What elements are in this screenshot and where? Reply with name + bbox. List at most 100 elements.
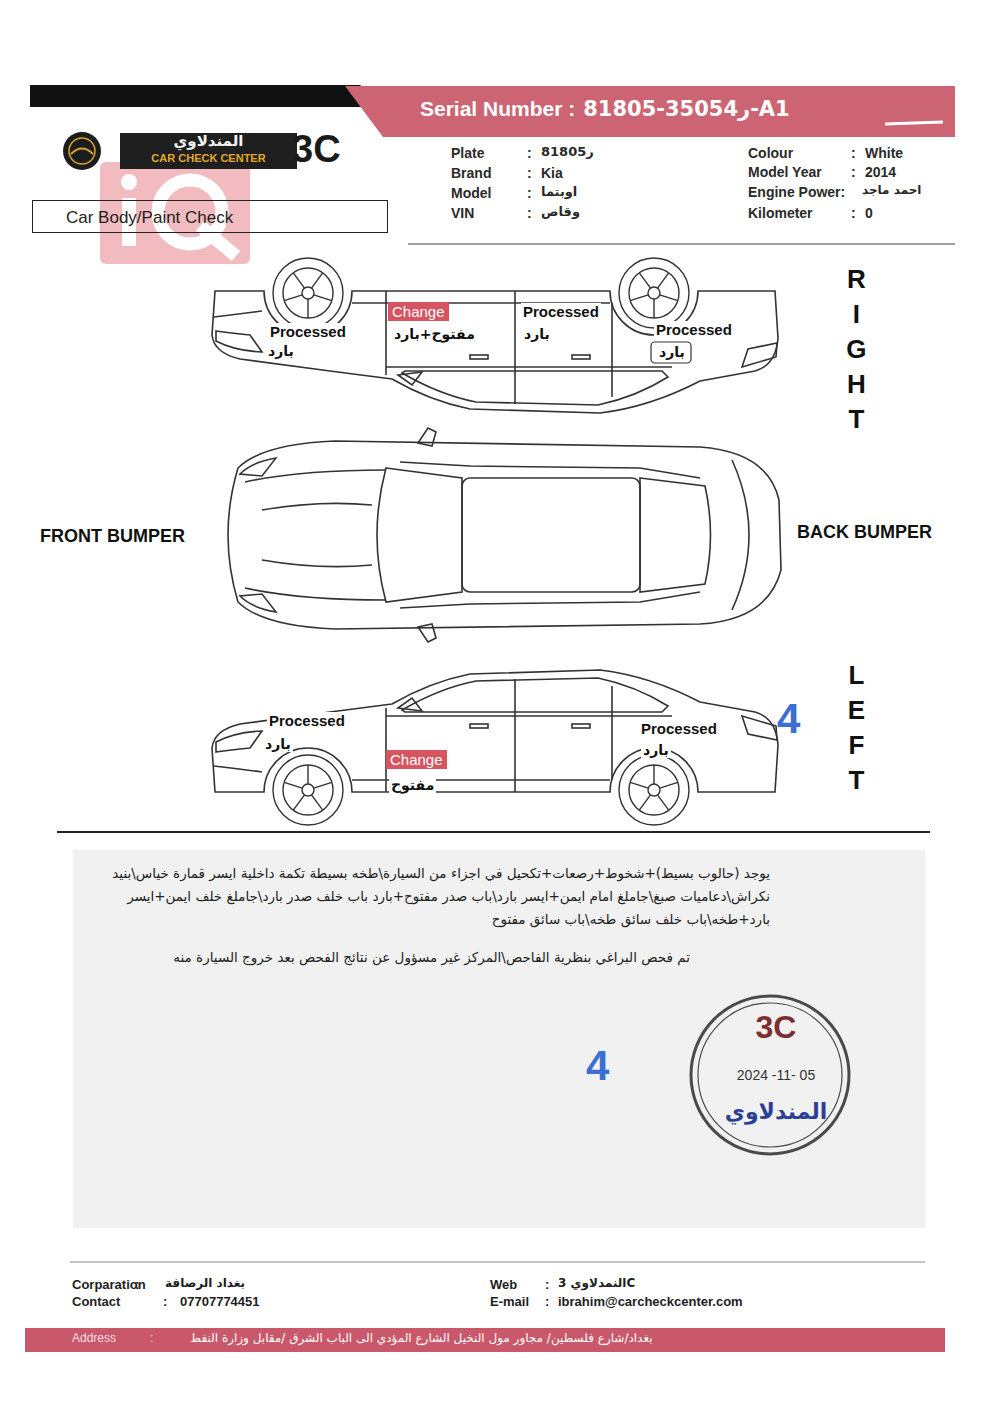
status-text: بارد <box>657 344 687 360</box>
field-name: Engine Power: <box>748 184 845 200</box>
band-fill <box>345 86 955 137</box>
title-box: Car Body/Paint Check <box>32 200 388 233</box>
annotation-ring <box>651 342 691 363</box>
logo-english: CAR CHECK CENTER <box>120 152 297 165</box>
iq-watermark <box>200 226 236 256</box>
car-top-view <box>400 462 700 478</box>
logo-arabic: المندلاوي <box>120 133 297 150</box>
serial-caption: Serial Number : <box>420 97 575 121</box>
footer-text: E-mail <box>490 1295 529 1310</box>
field-name: Colour <box>748 145 793 161</box>
address-bar: Address:بغداد/شارع فلسطين/ مجاور مول الن… <box>25 1328 945 1352</box>
bumper-label: BACK BUMPER <box>797 522 932 543</box>
status-text: مفتوح <box>389 777 436 793</box>
status-text: مفتوح+بارد <box>392 326 477 342</box>
side-letters: LEFT <box>846 658 867 798</box>
status-text: بارد <box>263 736 293 752</box>
field-value: ر81805 <box>541 145 594 160</box>
footer-text: Contact <box>72 1295 120 1310</box>
change-text: Change <box>390 751 443 768</box>
field-value: White <box>865 145 903 161</box>
footer-text: Web <box>490 1278 517 1293</box>
field-value: وقاص <box>541 205 580 220</box>
footer-text: بغداد الرصافة <box>165 1277 245 1291</box>
car-top-view <box>240 458 276 476</box>
header-black-bar <box>30 85 385 107</box>
footer-text: 07707774451 <box>180 1295 260 1310</box>
status-text: Processed <box>521 303 601 320</box>
disclaimer-text: تم فحص البراغي بنظرية الفاحص\المركز غير … <box>173 950 690 966</box>
footer-text: Corparation <box>72 1278 146 1293</box>
change-tag: Change <box>386 750 447 769</box>
field-colon: : <box>527 205 532 221</box>
car-top-view <box>228 428 781 642</box>
status-text: Processed <box>654 321 734 338</box>
field-colon: : <box>851 145 856 161</box>
address-text: بغداد/شارع فلسطين/ مجاور مول النخيل الشا… <box>190 1332 653 1346</box>
inspection-stamp: 3C 2024 -11- 05 المندلاوي <box>688 993 864 1157</box>
field-value: 2014 <box>865 164 896 180</box>
footer-text: النمدلاوي 3C <box>558 1277 635 1291</box>
field-value: 0 <box>865 205 873 221</box>
footer-text: : <box>545 1278 549 1293</box>
footer-rule <box>70 1261 925 1262</box>
logo-plate: المندلاوي CAR CHECK CENTER <box>120 133 297 169</box>
car-top-view <box>732 460 749 610</box>
status-text: بارد <box>641 742 671 758</box>
field-name: Kilometer <box>748 205 813 221</box>
logo-emblem <box>71 149 93 155</box>
notes-panel: يوجد (حالوب بسيط)+شخوط+رصعات+تكحيل في اج… <box>73 850 925 1228</box>
stamp-name: المندلاوي <box>688 1099 864 1124</box>
car-top-view <box>262 503 372 510</box>
field-colon: : <box>851 205 856 221</box>
car-top-view <box>418 428 436 446</box>
field-name: VIN <box>451 205 474 221</box>
field-colon: : <box>527 145 532 161</box>
status-text: Processed <box>639 720 719 737</box>
header-rule <box>408 243 955 244</box>
car-top-view <box>640 478 711 592</box>
status-text: Processed <box>268 323 348 340</box>
field-value: احمد ماجد <box>862 184 921 198</box>
title-text: Car Body/Paint Check <box>66 208 233 228</box>
logo-emblem <box>63 132 101 170</box>
field-name: Model Year <box>748 164 822 180</box>
field-name: Brand <box>451 165 491 181</box>
field-value: Kia <box>541 165 563 181</box>
side-letters: RIGHT <box>846 262 867 437</box>
status-text: بارد <box>522 326 552 342</box>
car-top-view <box>228 441 781 629</box>
field-colon: : <box>851 164 856 180</box>
logo-emblem <box>69 138 95 164</box>
footer-text: ibrahim@carcheckcenter.com <box>558 1295 743 1310</box>
car-top-view <box>377 468 462 602</box>
address-colon: : <box>150 1332 153 1346</box>
field-name: Model <box>451 185 491 201</box>
field-name: Plate <box>451 145 484 161</box>
section-rule <box>57 831 930 833</box>
status-text: بارد <box>266 343 296 359</box>
car-top-view <box>462 478 640 592</box>
field-value: اوبتما <box>541 185 577 200</box>
brand-mark: 3C <box>292 128 341 172</box>
bumper-label: FRONT BUMPER <box>40 526 185 547</box>
serial-value: ر35054-81805-A1 <box>583 97 790 121</box>
status-text: Processed <box>267 712 347 729</box>
change-text: Change <box>392 303 445 320</box>
field-colon: : <box>527 185 532 201</box>
car-top-view <box>418 624 436 642</box>
callout-number: 4 <box>777 695 800 743</box>
car-left-view <box>212 670 778 825</box>
iq-watermark <box>121 174 137 190</box>
footer-text: : <box>163 1295 167 1310</box>
car-top-view <box>400 592 700 608</box>
footer-text: : <box>135 1278 139 1293</box>
notes-text: يوجد (حالوب بسيط)+شخوط+رصعات+تكحيل في اج… <box>70 862 770 931</box>
logo-emblem <box>63 132 101 170</box>
callout-number: 4 <box>586 1042 609 1090</box>
stamp-mark: 3C <box>688 1009 864 1046</box>
stamp-date: 2024 -11- 05 <box>688 1067 864 1083</box>
car-top-view <box>262 560 372 567</box>
band-stroke <box>885 122 943 124</box>
